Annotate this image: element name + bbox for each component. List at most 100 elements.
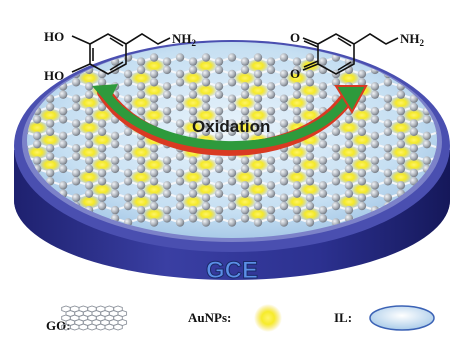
lattice-atom	[240, 205, 250, 215]
lattice-atom	[383, 94, 393, 103]
lattice-atom	[149, 53, 159, 62]
gold-nanoparticle	[350, 157, 373, 172]
lattice-atom	[227, 201, 237, 211]
lattice-atom	[45, 168, 55, 178]
lattice-atom	[110, 181, 120, 190]
lattice-atom	[214, 189, 224, 198]
lattice-atom	[214, 205, 224, 215]
lattice-atom	[136, 205, 146, 215]
lattice-atom	[253, 69, 263, 79]
lattice-bond	[62, 56, 77, 63]
lattice-atom	[162, 90, 172, 99]
lattice-atom	[318, 189, 328, 198]
lattice-bond	[440, 58, 453, 62]
lattice-atom	[292, 164, 302, 174]
lattice-bond	[88, 56, 103, 63]
gold-nanoparticle	[246, 83, 269, 98]
lattice-atom	[84, 156, 94, 165]
gold-nanoparticle	[91, 157, 114, 172]
lattice-atom	[97, 168, 107, 178]
lattice-atom	[227, 102, 237, 112]
oxidation-label: Oxidation	[192, 117, 270, 136]
arrow-green-body	[99, 87, 351, 150]
lattice-bond	[453, 206, 460, 210]
lattice-atom	[292, 181, 302, 190]
legend-lattice-cell	[69, 323, 80, 331]
lattice-atom	[45, 127, 55, 136]
lattice-atom	[344, 189, 354, 198]
gold-nanoparticle	[337, 145, 360, 160]
gold-nanoparticle	[195, 182, 218, 197]
lattice-bond	[413, 81, 428, 88]
gold-nanoparticle	[130, 145, 153, 160]
lattice-atom	[214, 82, 224, 91]
lattice-atom	[175, 127, 185, 136]
lattice-bond	[0, 119, 11, 123]
lattice-atom	[240, 214, 250, 223]
gold-nanoparticle	[39, 133, 62, 147]
lattice-atom	[331, 177, 341, 186]
lattice-atom	[201, 127, 211, 136]
gold-nanoparticle	[246, 108, 269, 123]
lattice-atom	[409, 144, 419, 153]
lattice-atom	[84, 82, 94, 91]
gold-nanoparticle	[195, 83, 218, 98]
lattice-atom	[149, 201, 159, 211]
lattice-atom	[331, 152, 341, 161]
gold-nanoparticle	[285, 194, 308, 209]
lattice-atom	[123, 201, 133, 211]
lattice-atom	[123, 69, 133, 79]
lattice-atom	[292, 57, 302, 66]
gold-nanoparticle	[337, 120, 360, 135]
lattice-atom	[175, 78, 185, 87]
lattice-atom	[162, 181, 172, 190]
lattice-bond	[0, 82, 11, 86]
lattice-atom	[71, 168, 81, 178]
lattice-atom	[227, 218, 237, 227]
lattice-atom	[58, 115, 68, 124]
lattice-atom	[188, 65, 198, 75]
gold-nanoparticle	[389, 120, 412, 135]
lattice-bond	[453, 218, 460, 222]
gold-nanoparticle	[246, 157, 269, 172]
lattice-atom	[175, 94, 185, 103]
lattice-atom	[71, 127, 81, 136]
lattice-bond	[11, 82, 24, 86]
lattice-atom	[188, 181, 198, 190]
lattice-atom	[97, 152, 107, 161]
lattice-atom	[97, 78, 107, 87]
lattice-atom	[370, 131, 380, 141]
lattice-atom	[84, 131, 94, 141]
gold-nanoparticle	[233, 120, 256, 135]
lattice-atom	[162, 115, 172, 124]
reactant-nh2: NH2	[172, 31, 197, 48]
gold-nanoparticle	[298, 157, 321, 172]
lattice-atom	[214, 214, 224, 223]
gold-nanoparticle	[350, 133, 373, 147]
lattice-atom	[188, 214, 198, 223]
gold-nanoparticle	[298, 182, 321, 197]
gold-nanoparticle	[350, 108, 373, 123]
lattice-atom	[123, 168, 133, 178]
lattice-atom	[240, 156, 250, 165]
gold-nanoparticle	[182, 95, 205, 110]
lattice-atom	[97, 119, 107, 128]
lattice-atom	[58, 90, 68, 99]
lattice-atom	[266, 106, 276, 116]
lattice-atom	[357, 127, 367, 136]
lattice-atom	[370, 164, 380, 174]
product-nh2: NH2	[400, 31, 425, 48]
lattice-atom	[97, 127, 107, 136]
lattice-bond	[0, 132, 11, 136]
lattice-atom	[175, 201, 185, 211]
gold-nanoparticle	[143, 83, 166, 98]
lattice-bond	[27, 81, 38, 88]
lattice-atom	[71, 177, 81, 186]
legend-aunps-label: AuNPs:	[188, 310, 231, 325]
lattice-atom	[58, 156, 68, 165]
lattice-atom	[188, 205, 198, 215]
lattice-atom	[344, 164, 354, 174]
lattice-atom	[201, 69, 211, 79]
gold-nanoparticle	[389, 145, 412, 160]
lattice-atom	[227, 78, 237, 87]
